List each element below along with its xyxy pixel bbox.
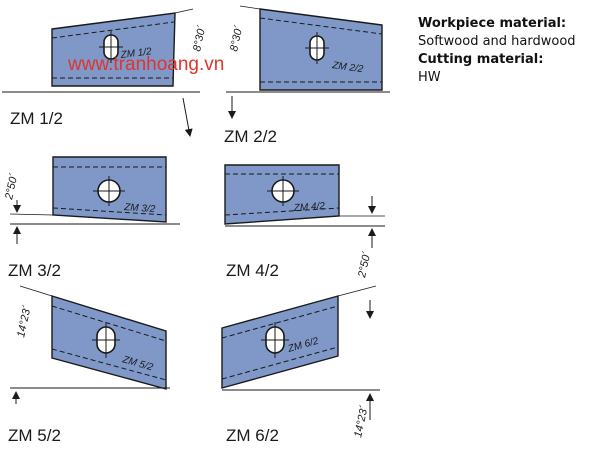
knife-zm-4-2: ZM 4/2 2°50´ ZM 4/2 xyxy=(224,164,385,280)
model-label: ZM 6/2 xyxy=(226,426,279,445)
knife-zm-2-2: ZM 2/2 8°30´ ZM 2/2 xyxy=(224,5,390,146)
knife-marking: ZM 3/2 xyxy=(123,202,156,215)
bevel-line xyxy=(51,305,167,342)
bevel-line xyxy=(51,21,175,39)
extension-line xyxy=(239,5,261,10)
extension-line xyxy=(174,8,194,14)
bevel-line xyxy=(221,305,339,339)
bevel-line xyxy=(51,348,167,381)
cutting-heading: Cutting material: xyxy=(418,52,544,67)
model-label: ZM 5/2 xyxy=(8,426,61,445)
model-label: ZM 4/2 xyxy=(226,261,279,280)
knife-marking: ZM 4/2 xyxy=(292,201,325,214)
angle-label: 14°23´ xyxy=(352,404,371,439)
extension-line xyxy=(337,285,377,297)
workpiece-heading: Workpiece material: xyxy=(418,16,567,31)
knife-zm-5-2: ZM 5/2 14°23´ ZM 5/2 xyxy=(8,285,170,445)
model-label: ZM 2/2 xyxy=(224,127,277,146)
extension-line xyxy=(9,213,54,216)
knife-zm-1-2: ZM 1/2 8°30´ ZM 1/2 xyxy=(2,8,208,137)
extension-line xyxy=(19,285,53,297)
bevel-line xyxy=(259,17,383,35)
watermark: www.tranhoang.vn xyxy=(67,54,224,75)
knife-zm-6-2: ZM 6/2 14°23´ ZM 6/2 xyxy=(221,285,380,445)
material-info: Workpiece material: Softwood and hardwoo… xyxy=(418,15,603,87)
workpiece-value: Softwood and hardwood xyxy=(418,34,576,49)
bevel-line xyxy=(224,207,340,216)
bevel-line xyxy=(52,207,167,216)
angle-label: 14°23´ xyxy=(15,304,34,339)
knife-zm-3-2: ZM 3/2 2°50´ ZM 3/2 xyxy=(3,156,180,280)
angle-label: 8°30´ xyxy=(228,24,245,53)
knife-marking: ZM 2/2 xyxy=(331,60,365,75)
model-label: ZM 3/2 xyxy=(8,261,61,280)
model-label: ZM 1/2 xyxy=(10,109,63,128)
knife-marking: ZM 1/2 xyxy=(119,46,153,61)
bevel-line xyxy=(221,346,339,380)
cutting-value: HW xyxy=(418,70,441,85)
angle-arrow xyxy=(182,97,193,137)
angle-label: 8°30´ xyxy=(191,24,208,53)
angle-label: 2°50´ xyxy=(356,250,374,280)
angle-label: 2°50´ xyxy=(3,172,21,202)
